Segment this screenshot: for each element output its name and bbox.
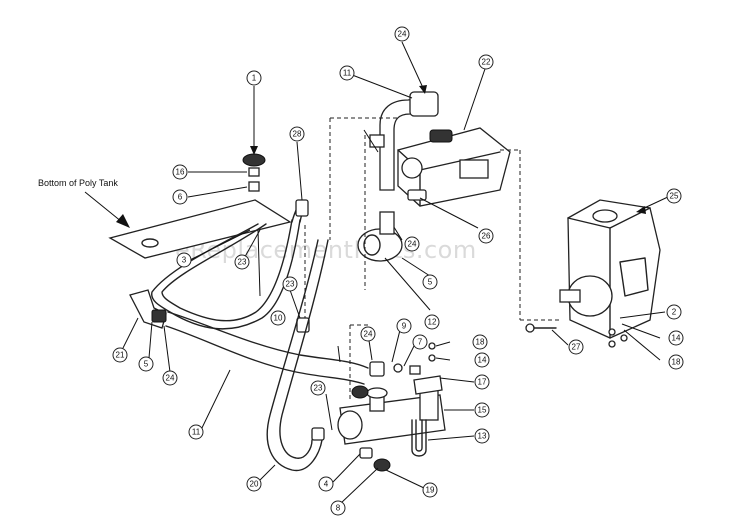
svg-text:28: 28	[293, 130, 302, 139]
bolt-27	[525, 323, 569, 346]
callout-14-right: 14	[668, 330, 684, 346]
callout-18-right: 18	[668, 354, 684, 370]
callout-27: 27	[568, 339, 584, 355]
callout-18-mid: 18	[472, 334, 488, 350]
valve-manifold	[189, 141, 475, 505]
callout-3: 3	[176, 252, 192, 268]
svg-text:23: 23	[238, 258, 247, 267]
callout-11-left: 11	[188, 424, 204, 440]
callout-12: 12	[424, 314, 440, 330]
svg-text:10: 10	[274, 314, 283, 323]
svg-text:24: 24	[166, 374, 175, 383]
svg-text:18: 18	[672, 358, 681, 367]
poly-tank-label: Bottom of Poly Tank	[38, 178, 118, 188]
callout-1: 1	[246, 70, 262, 86]
svg-text:8: 8	[336, 504, 341, 513]
svg-text:25: 25	[670, 192, 679, 201]
svg-text:23: 23	[286, 280, 295, 289]
svg-text:11: 11	[192, 428, 201, 437]
svg-text:18: 18	[476, 338, 485, 347]
upper-pipe-assembly	[346, 41, 439, 191]
pump-fitting-24-26	[391, 189, 479, 241]
callout-24-left: 24	[162, 370, 178, 386]
hose-20	[266, 239, 329, 472]
svg-text:1: 1	[252, 74, 257, 83]
svg-text:5: 5	[428, 278, 433, 287]
callout-14-mid: 14	[474, 352, 490, 368]
svg-text:24: 24	[364, 330, 373, 339]
callout-4: 4	[318, 476, 334, 492]
hose-11-lower	[165, 311, 369, 385]
svg-text:6: 6	[178, 193, 183, 202]
callout-25: 25	[666, 188, 682, 204]
svg-text:9: 9	[402, 322, 407, 331]
pump-22	[397, 65, 511, 207]
callout-24-top: 24	[394, 26, 410, 42]
svg-text:27: 27	[572, 343, 581, 352]
callout-19: 19	[422, 482, 438, 498]
callout-15: 15	[474, 402, 490, 418]
callout-2: 2	[666, 304, 682, 320]
callout-23-left: 23	[234, 254, 250, 270]
callout-23-right: 23	[282, 276, 298, 292]
svg-text:14: 14	[672, 334, 681, 343]
callout-24-pump: 24	[404, 236, 420, 252]
callout-5-mid: 5	[422, 274, 438, 290]
callout-17: 17	[474, 374, 490, 390]
callout-16: 16	[172, 164, 188, 180]
callout-7: 7	[412, 334, 428, 350]
tank-fitting-assembly	[187, 86, 266, 198]
svg-text:19: 19	[426, 486, 435, 495]
svg-text:26: 26	[482, 232, 491, 241]
poly-tank-arrow	[84, 191, 130, 228]
callout-11-top: 11	[339, 65, 355, 81]
left-elbow-fitting	[122, 289, 171, 373]
svg-text:17: 17	[478, 378, 487, 387]
svg-text:13: 13	[478, 432, 487, 441]
svg-text:2: 2	[672, 308, 677, 317]
engine-washers	[608, 328, 628, 348]
svg-text:15: 15	[478, 406, 487, 415]
callout-20: 20	[246, 476, 262, 492]
callout-5-left: 5	[138, 356, 154, 372]
svg-text:7: 7	[418, 338, 423, 347]
callout-13: 13	[474, 428, 490, 444]
svg-text:4: 4	[324, 480, 329, 489]
svg-text:3: 3	[182, 256, 187, 265]
strainer-12	[357, 211, 431, 311]
svg-text:21: 21	[116, 351, 125, 360]
callout-9: 9	[396, 318, 412, 334]
engine-25	[559, 195, 671, 361]
callout-22: 22	[478, 54, 494, 70]
svg-text:24: 24	[398, 30, 407, 39]
callout-23-lower: 23	[310, 380, 326, 396]
svg-text:16: 16	[176, 168, 185, 177]
callout-26: 26	[478, 228, 494, 244]
callout-24-mid: 24	[360, 326, 376, 342]
hose-clamp-28	[295, 199, 309, 217]
svg-text:14: 14	[478, 356, 487, 365]
svg-text:24: 24	[408, 240, 417, 249]
callout-21: 21	[112, 347, 128, 363]
poly-tank-bottom	[108, 199, 292, 259]
svg-text:23: 23	[314, 384, 323, 393]
callout-10: 10	[270, 310, 286, 326]
callout-8: 8	[330, 500, 346, 516]
svg-text:22: 22	[482, 58, 491, 67]
svg-text:5: 5	[144, 360, 149, 369]
svg-text:11: 11	[343, 69, 352, 78]
svg-text:12: 12	[428, 318, 437, 327]
callout-6: 6	[172, 189, 188, 205]
callout-28: 28	[289, 126, 305, 142]
svg-text:20: 20	[250, 480, 259, 489]
